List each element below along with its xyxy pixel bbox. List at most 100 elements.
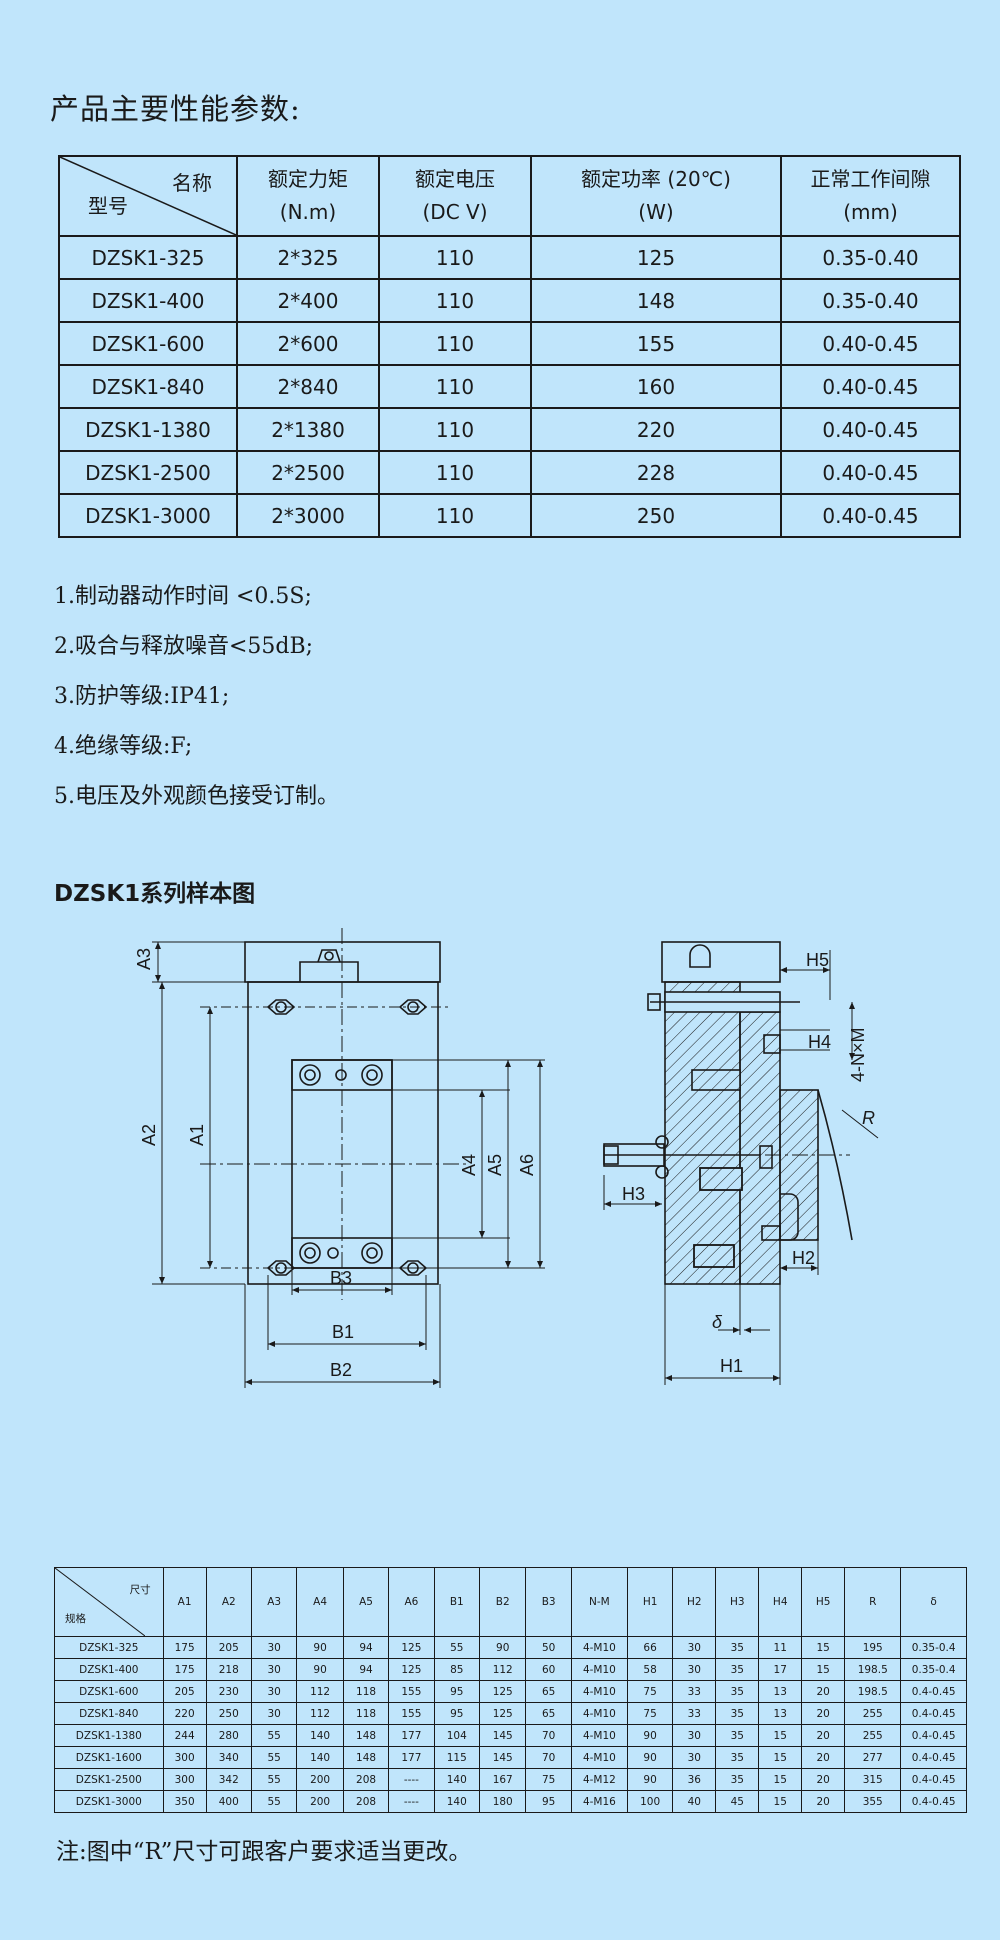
- label-R: R: [862, 1108, 875, 1128]
- table-cell: 90: [626, 1768, 674, 1791]
- table-cell: 177: [388, 1746, 435, 1769]
- table-cell: DZSK1-600: [58, 321, 238, 366]
- table-cell: 4-M16: [570, 1790, 628, 1813]
- table-cell: 90: [296, 1658, 344, 1681]
- table-cell: 250: [530, 493, 782, 538]
- section-title: DZSK1系列样本图: [54, 881, 256, 907]
- dim-header-cell: B3: [525, 1567, 572, 1637]
- table-cell: 55: [250, 1724, 298, 1747]
- table-cell: 112: [296, 1680, 344, 1703]
- table-cell: 45: [715, 1790, 760, 1813]
- dim-header-cell: H4: [758, 1567, 803, 1637]
- table-cell: 0.40-0.45: [780, 407, 961, 452]
- dim-header-cell: B2: [478, 1567, 527, 1637]
- footnote: 注:图中“R”尺寸可跟客户要求适当更改。: [56, 1839, 472, 1865]
- table-cell: 220: [162, 1702, 207, 1725]
- technical-drawing: A3 A2 A1 A4 A5 A6 B3 B1 B2 H5 H4 4-N×M R…: [134, 928, 879, 1388]
- table-cell: 94: [342, 1658, 390, 1681]
- table-cell: 17: [758, 1658, 803, 1681]
- table-cell: 36: [672, 1768, 717, 1791]
- table-cell: 4-M10: [570, 1724, 628, 1747]
- label-A4: A4: [459, 1154, 479, 1176]
- table-cell: 125: [478, 1702, 527, 1725]
- table-cell: 110: [378, 493, 532, 538]
- dim-header-cell: H5: [801, 1567, 846, 1637]
- dim-header-cell: H3: [715, 1567, 760, 1637]
- table-cell: 205: [162, 1680, 207, 1703]
- table-cell: 110: [378, 450, 532, 495]
- table-cell: 2*1380: [236, 407, 380, 452]
- table-cell: DZSK1-325: [54, 1636, 164, 1659]
- table-cell: 208: [342, 1790, 390, 1813]
- label-H2: H2: [792, 1248, 815, 1268]
- table-cell: 15: [758, 1746, 803, 1769]
- table-cell: 125: [478, 1680, 527, 1703]
- table-cell: 15: [758, 1790, 803, 1813]
- table-cell: 255: [844, 1724, 902, 1747]
- table-cell: 55: [250, 1768, 298, 1791]
- table-cell: 155: [388, 1680, 435, 1703]
- side-view: [603, 941, 853, 1285]
- table-cell: 140: [433, 1790, 480, 1813]
- dim-header-cell: B1: [433, 1567, 480, 1637]
- table-cell: 13: [758, 1702, 803, 1725]
- note-item: 4.绝缘等级:F;: [54, 734, 193, 759]
- table-cell: 300: [162, 1746, 207, 1769]
- table-cell: 30: [672, 1746, 717, 1769]
- table-cell: 4-M10: [570, 1746, 628, 1769]
- table-cell: 148: [530, 278, 782, 323]
- table-cell: 0.35-0.40: [780, 235, 961, 280]
- corner-cell: 名称 型号: [58, 155, 238, 237]
- table-cell: 20: [801, 1680, 846, 1703]
- table-cell: DZSK1-1380: [54, 1724, 164, 1747]
- table-cell: 30: [672, 1636, 717, 1659]
- table-cell: 94: [342, 1636, 390, 1659]
- table-cell: 95: [433, 1702, 480, 1725]
- table-cell: 90: [626, 1724, 674, 1747]
- col-header-voltage: 额定电压(DC V): [378, 155, 532, 237]
- table-cell: 300: [162, 1768, 207, 1791]
- table-cell: 13: [758, 1680, 803, 1703]
- table-cell: 195: [844, 1636, 902, 1659]
- table-cell: 0.4-0.45: [900, 1746, 967, 1769]
- table-cell: 220: [530, 407, 782, 452]
- table-cell: 0.40-0.45: [780, 493, 961, 538]
- table-cell: 148: [342, 1724, 390, 1747]
- table-cell: 0.35-0.4: [900, 1636, 967, 1659]
- table-cell: 95: [433, 1680, 480, 1703]
- table-cell: 315: [844, 1768, 902, 1791]
- note-item: 5.电压及外观颜色接受订制。: [54, 784, 339, 809]
- table-cell: 35: [715, 1768, 760, 1791]
- table-cell: 30: [250, 1680, 298, 1703]
- table-cell: 0.40-0.45: [780, 321, 961, 366]
- table-cell: 218: [205, 1658, 252, 1681]
- table-cell: 118: [342, 1680, 390, 1703]
- table-cell: 115: [433, 1746, 480, 1769]
- label-A1: A1: [187, 1124, 207, 1146]
- table-cell: 177: [388, 1724, 435, 1747]
- table-cell: 20: [801, 1702, 846, 1725]
- label-A5: A5: [485, 1154, 505, 1176]
- table-cell: DZSK1-840: [58, 364, 238, 409]
- table-cell: 20: [801, 1790, 846, 1813]
- table-cell: 60: [525, 1658, 572, 1681]
- dim-header-cell: δ: [900, 1567, 967, 1637]
- diagonal-line: [55, 1568, 145, 1636]
- dim-header-cell: A6: [388, 1567, 435, 1637]
- table-cell: 75: [525, 1768, 572, 1791]
- table-cell: 175: [162, 1658, 207, 1681]
- performance-table: 名称 型号 额定力矩(N.m) 额定电压(DC V) 额定功率 (20℃)(W)…: [58, 155, 961, 538]
- table-cell: 20: [801, 1724, 846, 1747]
- table-cell: 33: [672, 1680, 717, 1703]
- label-H3: H3: [622, 1184, 645, 1204]
- label-H5: H5: [806, 950, 829, 970]
- table-cell: 0.35-0.40: [780, 278, 961, 323]
- table-cell: 30: [672, 1658, 717, 1681]
